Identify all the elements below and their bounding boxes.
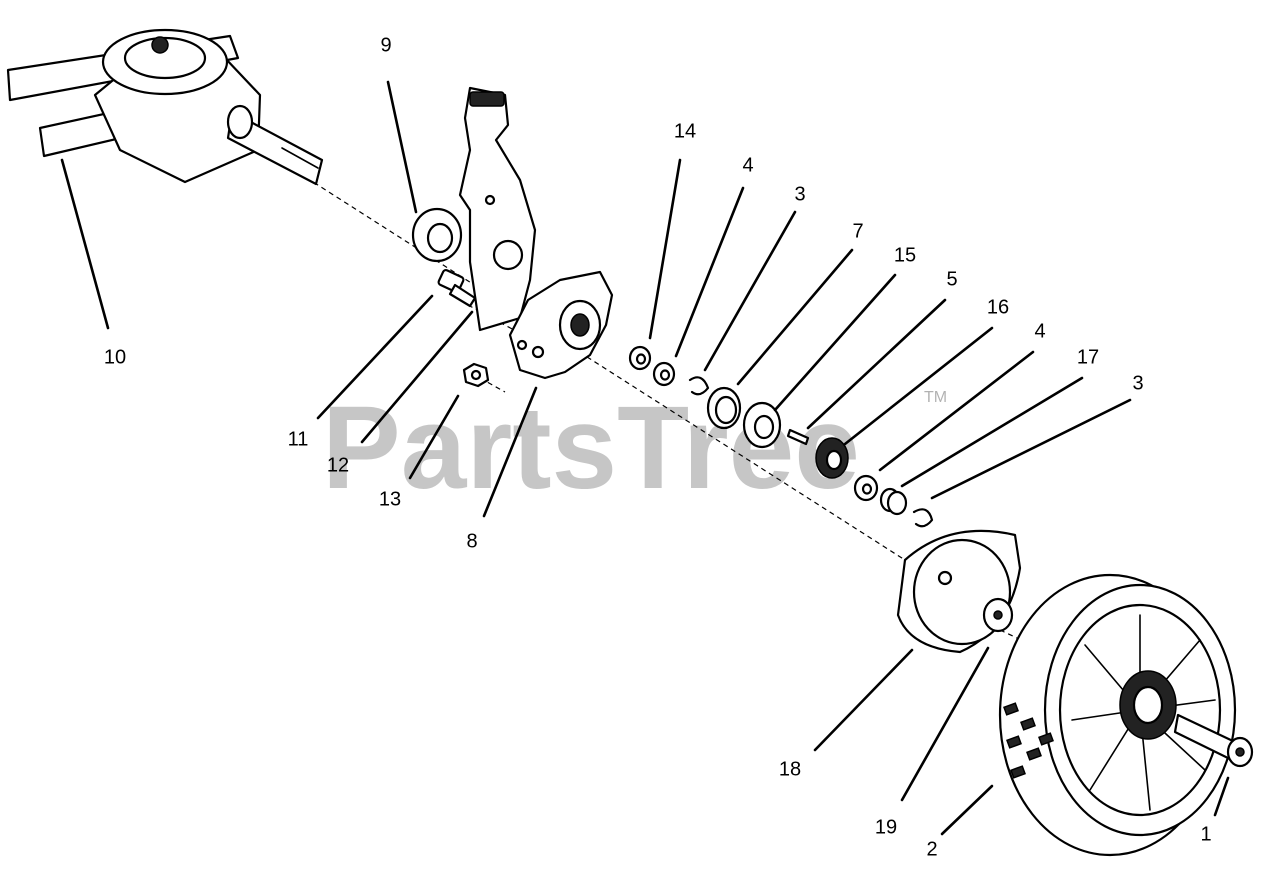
callout-13: 13 [379, 488, 401, 510]
wheel [998, 573, 1237, 857]
watermark-trademark: TM [924, 389, 947, 406]
tire-tread [1003, 702, 1054, 779]
key [786, 428, 810, 446]
retaining-clip-a [688, 376, 710, 396]
callout-7: 7 [852, 220, 863, 242]
pinion-gear [815, 437, 849, 479]
washer-b [853, 474, 879, 502]
watermark-text: PartsTree [322, 382, 860, 514]
callout-1: 1 [1200, 823, 1211, 845]
callout-2: 2 [926, 838, 937, 860]
washer-a [652, 361, 676, 387]
callout-19: 19 [875, 816, 897, 838]
callout-labels: 9 10 14 4 3 7 15 5 16 4 17 3 11 12 13 8 … [104, 34, 1212, 860]
oil-seal [411, 207, 463, 263]
callout-17: 17 [1077, 346, 1099, 368]
transmission-assembly [6, 28, 324, 186]
callout-3-second: 3 [1132, 372, 1143, 394]
assembly-axis-line [237, 133, 906, 561]
callout-10: 10 [104, 346, 126, 368]
bushing [879, 487, 908, 516]
leader-lines [60, 80, 1230, 836]
lever-grip [469, 91, 505, 107]
height-adjuster-lever [458, 86, 537, 332]
callout-15: 15 [894, 244, 916, 266]
callout-8: 8 [466, 530, 477, 552]
bolt [437, 268, 477, 308]
bearing [742, 401, 782, 449]
callout-9: 9 [380, 34, 391, 56]
nut [462, 362, 490, 388]
retaining-clip-b [912, 508, 934, 528]
lever-pivot-hole [492, 239, 524, 271]
callout-11: 11 [288, 428, 309, 450]
shaft-collar [226, 104, 254, 140]
pulley-nut [151, 36, 169, 54]
callout-4: 4 [742, 154, 753, 176]
callout-4-second: 4 [1034, 320, 1045, 342]
wheel-washer [982, 597, 1014, 633]
wheel-bolt [1173, 713, 1254, 768]
shaft-keyway [281, 147, 319, 169]
gear-cover [896, 529, 1022, 654]
callout-5: 5 [946, 268, 957, 290]
wheel-bracket [508, 270, 614, 380]
callout-3: 3 [794, 183, 805, 205]
callout-18: 18 [779, 758, 801, 780]
spacer-ring [706, 386, 742, 430]
flat-washer-small [628, 345, 652, 371]
callout-14: 14 [674, 120, 696, 142]
callout-16: 16 [987, 296, 1009, 318]
callout-12: 12 [327, 454, 349, 476]
